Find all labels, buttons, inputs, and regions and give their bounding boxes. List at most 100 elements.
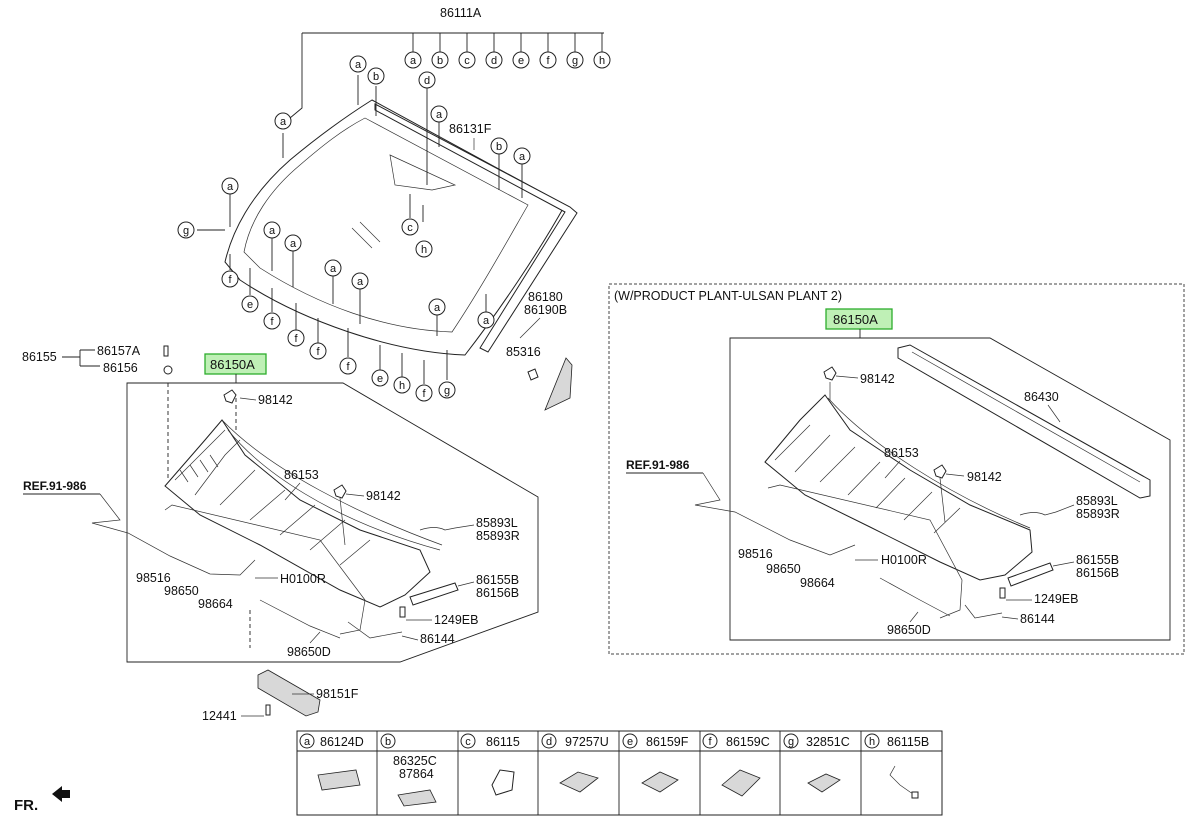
legend-part-e: 86159F	[646, 735, 689, 749]
cover-l-label: 85893L	[476, 516, 518, 530]
variant-cover-l-label: 85893L	[1076, 494, 1118, 508]
variant-hose-long-label: 98650D	[887, 623, 931, 637]
svg-text:f: f	[294, 333, 298, 345]
svg-text:a: a	[290, 238, 297, 250]
svg-text:f: f	[270, 316, 274, 328]
ref-label: REF.91-986	[23, 479, 87, 493]
svg-text:g: g	[183, 225, 189, 237]
clip-a-label: 86157A	[97, 344, 141, 358]
hose-clip-label: 98664	[198, 597, 233, 611]
svg-text:e: e	[247, 299, 253, 311]
svg-text:b: b	[385, 736, 391, 748]
screw-label: 12441	[202, 709, 237, 723]
svg-text:a: a	[483, 315, 490, 327]
variant-cover-r-label: 85893R	[1076, 507, 1120, 521]
molding-lower-label: 86190B	[524, 303, 567, 317]
legend-cell-a: a 86124D	[299, 733, 364, 791]
cowl-frame	[126, 382, 539, 663]
hose-long-label: 98650D	[287, 645, 331, 659]
circle-b-top: b	[431, 51, 449, 69]
legend-cell-g: g 32851C	[783, 733, 850, 793]
svg-text:f: f	[546, 55, 550, 67]
variant-h-clip-label: H0100R	[881, 553, 927, 567]
variant-group: (W/PRODUCT PLANT-ULSAN PLANT 2) 86150A 8…	[608, 283, 1185, 655]
svg-text:g: g	[444, 385, 450, 397]
svg-text:a: a	[355, 59, 362, 71]
seal-c-label: 86156B	[476, 586, 519, 600]
top-letter-circles: a b c d e f g h	[404, 51, 611, 69]
cover-r-label: 85893R	[476, 529, 520, 543]
legend-part-b1: 86325C	[393, 754, 437, 768]
legend-cell-d: d 97257U	[541, 733, 609, 793]
legend-table: a 86124D b 86325C 87864 c 86115 d 97257U…	[296, 730, 943, 816]
svg-text:h: h	[399, 380, 405, 392]
svg-text:h: h	[869, 736, 875, 748]
variant-weatherstrip-label: 86144	[1020, 612, 1055, 626]
svg-text:a: a	[436, 109, 443, 121]
legend-part-c: 86115	[486, 735, 520, 749]
svg-text:d: d	[424, 75, 430, 87]
windshield-set-label: 86111A	[440, 6, 482, 20]
svg-text:b: b	[373, 71, 379, 83]
glass-callouts: a a b d a b a a g a a a a a a c h f e f …	[177, 55, 531, 402]
legend-cell-f: f 86159C	[702, 733, 770, 797]
legend-part-h: 86115B	[887, 735, 929, 749]
grommet-b-label: 98142	[366, 489, 401, 503]
glass-molding-label: 86131F	[449, 122, 492, 136]
variant-frame	[729, 337, 1171, 641]
svg-text:h: h	[599, 55, 605, 67]
variant-hose-joint-label: 98650	[766, 562, 801, 576]
circle-f-top: f	[539, 51, 557, 69]
svg-text:g: g	[572, 55, 578, 67]
svg-text:h: h	[421, 244, 427, 256]
h-clip-label: H0100R	[280, 572, 326, 586]
variant-caption: (W/PRODUCT PLANT-ULSAN PLANT 2)	[614, 289, 842, 303]
svg-text:d: d	[491, 55, 497, 67]
svg-text:f: f	[228, 274, 232, 286]
circle-a-top: a	[404, 51, 422, 69]
windshield-group: 86111A a b c d e f g h a a b d a b a	[177, 6, 611, 411]
cowl-inner-label: 86153	[284, 468, 319, 482]
svg-text:c: c	[407, 222, 413, 234]
variant-ref-label: REF.91-986	[626, 458, 690, 472]
circle-c-top: c	[458, 51, 476, 69]
variant-cowl-inner-label: 86153	[884, 446, 919, 460]
svg-text:f: f	[346, 361, 350, 373]
svg-text:e: e	[627, 736, 633, 748]
svg-text:f: f	[708, 736, 712, 748]
legend-cell-e: e 86159F	[622, 733, 689, 793]
svg-text:e: e	[518, 55, 524, 67]
variant-seal-b-label: 86155B	[1076, 553, 1119, 567]
garnish-part	[544, 357, 573, 411]
cowl-panel-label: 86150A	[210, 357, 255, 372]
svg-text:b: b	[496, 141, 502, 153]
circle-h-top: h	[593, 51, 611, 69]
nozzle-hose-label: 98516	[136, 571, 171, 585]
front-arrow-icon	[52, 786, 70, 802]
svg-text:a: a	[357, 276, 364, 288]
variant-nozzle-hose-label: 98516	[738, 547, 773, 561]
front-marker-label: FR.	[14, 797, 38, 814]
variant-bolt-label: 1249EB	[1034, 592, 1078, 606]
seal-b-label: 86155B	[476, 573, 519, 587]
svg-text:f: f	[422, 388, 426, 400]
variant-grommet-label: 98142	[860, 372, 895, 386]
circle-g-top: g	[566, 51, 584, 69]
cowl-panel-highlight	[204, 353, 267, 375]
svg-text:e: e	[377, 373, 383, 385]
clip-b-label: 86156	[103, 361, 138, 375]
svg-text:a: a	[410, 55, 417, 67]
front-marker: FR.	[14, 786, 70, 814]
cowl-panel-shape	[164, 419, 431, 608]
svg-text:c: c	[464, 55, 470, 67]
legend-cell-b: b 86325C 87864	[380, 733, 437, 807]
cowl-extension-label: 98151F	[316, 687, 359, 701]
legend-cell-h: h 86115B	[864, 733, 929, 799]
svg-text:d: d	[546, 736, 552, 748]
cowl-extension-group: 98151F 12441	[202, 669, 359, 723]
circle-e-top: e	[512, 51, 530, 69]
variant-cowl-highlight	[825, 308, 893, 330]
clip-group-label: 86155	[22, 350, 57, 364]
svg-text:g: g	[788, 736, 794, 748]
